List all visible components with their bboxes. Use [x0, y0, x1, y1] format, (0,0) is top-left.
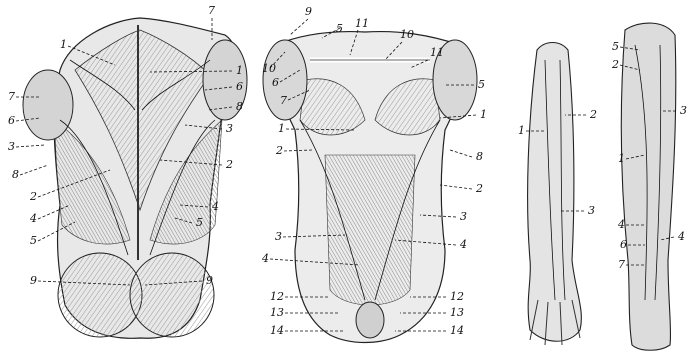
- label: 2: [475, 182, 483, 195]
- label: 4: [617, 218, 625, 231]
- label: 5: [612, 40, 619, 53]
- label: 4: [459, 238, 467, 251]
- label: 5: [478, 78, 485, 91]
- figure-front: [263, 32, 477, 343]
- label: 6: [8, 114, 15, 127]
- label: 13: [270, 306, 284, 319]
- label: 6: [620, 238, 627, 251]
- label: 7: [280, 94, 287, 107]
- label: 9: [206, 274, 213, 287]
- label: 8: [12, 168, 19, 181]
- label: 2: [611, 58, 619, 71]
- label: 1: [236, 64, 243, 77]
- label: 3: [8, 140, 15, 153]
- label: 9: [30, 274, 37, 287]
- label: 7: [618, 258, 625, 271]
- label: 3: [460, 210, 467, 223]
- label: 3: [680, 104, 687, 117]
- label: 8: [476, 150, 483, 163]
- label: 3: [588, 204, 595, 217]
- label: 4: [211, 200, 219, 213]
- label: 14: [450, 324, 464, 337]
- label: 7: [8, 90, 15, 103]
- label: 3: [226, 122, 233, 135]
- label: 7: [208, 4, 215, 17]
- label: 1: [278, 122, 285, 135]
- label: 2: [29, 190, 37, 203]
- label: 2: [225, 158, 233, 171]
- label: 14: [270, 324, 284, 337]
- label: 4: [261, 252, 269, 265]
- label: 2: [275, 144, 283, 157]
- label: 1: [518, 124, 525, 137]
- label: 5: [196, 216, 203, 229]
- label: 9: [305, 5, 312, 18]
- label: 10: [400, 28, 414, 41]
- label: 8: [236, 100, 243, 113]
- label: 6: [272, 76, 279, 89]
- label: 4: [677, 230, 685, 243]
- label: 12: [450, 290, 464, 303]
- label: 11: [430, 46, 444, 59]
- figure-leg: [621, 23, 676, 350]
- label: 6: [236, 80, 243, 93]
- label: 2: [589, 108, 597, 121]
- label: 1: [618, 152, 625, 165]
- label: 5: [30, 234, 37, 247]
- figure-back: [23, 18, 247, 338]
- label: 1: [60, 38, 67, 51]
- label: 11: [355, 17, 369, 30]
- label: 13: [450, 306, 464, 319]
- label: 4: [29, 212, 37, 225]
- figure-arm: [528, 43, 582, 346]
- label: 1: [480, 108, 487, 121]
- label: 12: [270, 290, 284, 303]
- label: 3: [275, 230, 282, 243]
